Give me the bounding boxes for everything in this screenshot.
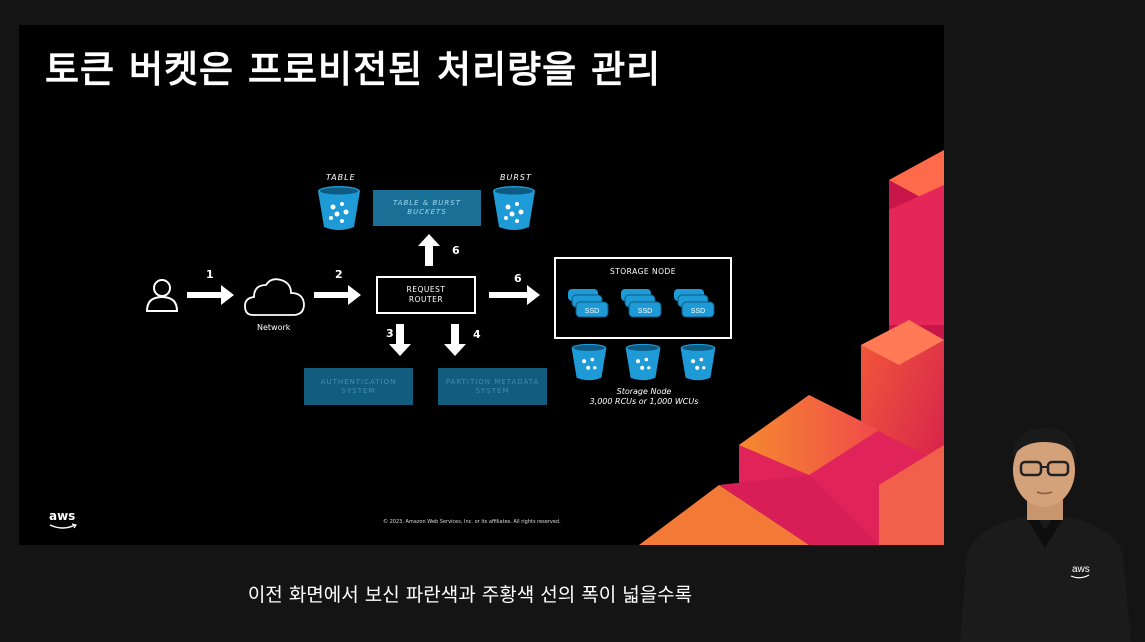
slide: 토큰 버켓은 프로비전된 처리량을 관리 TABLE BURST TABLE &…: [19, 25, 944, 545]
arrow-up-5: [418, 234, 440, 266]
storage-bucket-icon: [680, 343, 716, 381]
step-2: 2: [335, 268, 343, 281]
network-label: Network: [257, 323, 291, 332]
ssd-stack-icon: SSD: [568, 289, 609, 318]
storage-node-box: STORAGE NODE SSD SSD SSD: [554, 257, 732, 339]
arrow-right-2: [314, 285, 361, 305]
copyright-notice: © 2023, Amazon Web Services, Inc. or its…: [383, 519, 561, 525]
aws-smile-icon: [49, 523, 77, 529]
presenter-image: aws: [960, 428, 1131, 642]
storage-node-capacity: 3,000 RCUs or 1,000 WCUs: [589, 397, 699, 406]
request-router-box: REQUEST ROUTER: [376, 276, 476, 314]
ssd-stack-icon: SSD: [674, 289, 715, 318]
presenter-shirt-logo: aws: [1072, 564, 1090, 575]
cloud-network-icon: [244, 278, 305, 316]
storage-bucket-icon: [571, 343, 607, 381]
arrow-right-1: [187, 285, 234, 305]
ssd-label: SSD: [691, 308, 705, 315]
aws-logo: aws: [49, 509, 76, 523]
step-6: 6: [514, 272, 522, 285]
arrow-down-4: [444, 324, 466, 356]
user-icon: [145, 279, 179, 312]
storage-node-caption: Storage Node 3,000 RCUs or 1,000 WCUs: [569, 387, 719, 407]
storage-node-title: STORAGE NODE: [609, 267, 677, 276]
partition-metadata-system-box: PARTITION METADATA SYSTEM: [438, 368, 547, 405]
step-4: 4: [473, 328, 481, 341]
step-1: 1: [206, 268, 214, 281]
ssd-label: SSD: [638, 308, 652, 315]
video-subtitle: 이전 화면에서 보신 파란색과 주황색 선의 폭이 넓을수록: [247, 584, 693, 606]
request-router-label: REQUEST ROUTER: [406, 285, 446, 304]
table-burst-buckets-label: TABLE & BURST BUCKETS: [393, 199, 461, 216]
arrow-down-3: [389, 324, 411, 356]
burst-label: BURST: [500, 173, 532, 182]
step-5: 6: [452, 244, 460, 257]
table-label: TABLE: [326, 173, 356, 182]
storage-node-caption-title: Storage Node: [616, 387, 672, 396]
partition-metadata-system-label: PARTITION METADATA SYSTEM: [445, 377, 540, 395]
storage-bucket-icon: [625, 343, 661, 381]
burst-bucket-icon: [493, 186, 535, 230]
step-3: 3: [386, 327, 394, 340]
authentication-system-label: AUTHENTICATION SYSTEM: [320, 377, 397, 395]
table-burst-buckets-box: TABLE & BURST BUCKETS: [373, 190, 481, 226]
slide-title: 토큰 버켓은 프로비전된 처리량을 관리: [45, 48, 662, 91]
authentication-system-box: AUTHENTICATION SYSTEM: [304, 368, 413, 405]
arrow-right-6: [489, 285, 540, 305]
table-bucket-icon: [318, 186, 360, 230]
decorative-geometry: [639, 150, 944, 545]
ssd-label: SSD: [585, 308, 599, 315]
ssd-stack-icon: SSD: [621, 289, 662, 318]
